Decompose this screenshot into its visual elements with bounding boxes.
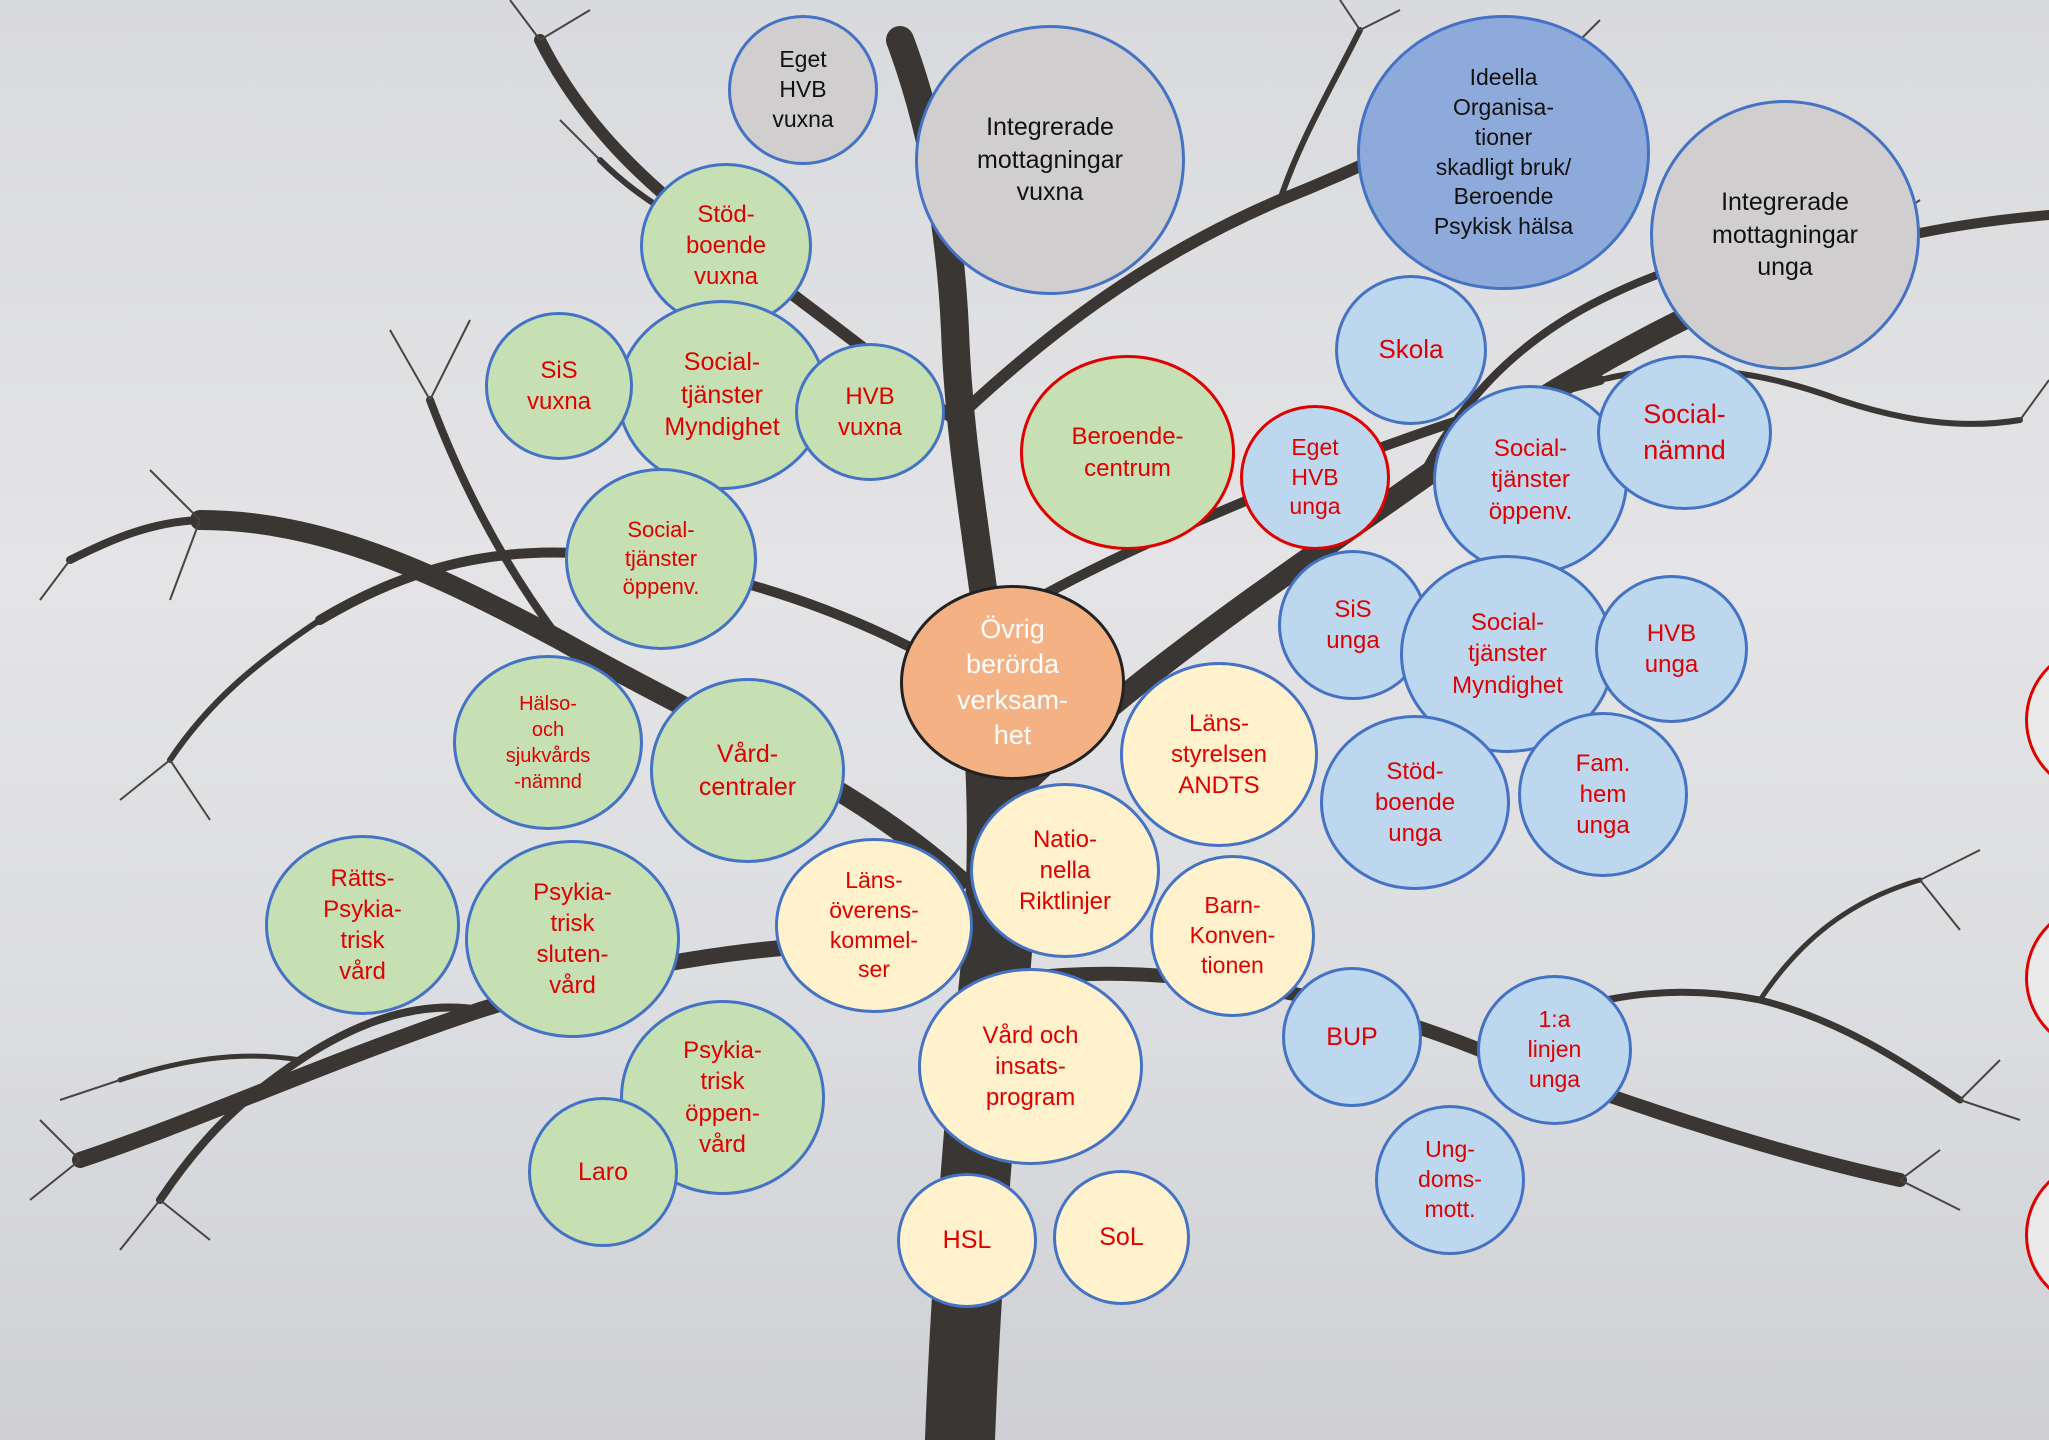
node-forsta-linjen-unga: 1:a linjen unga: [1477, 975, 1632, 1125]
node-lansstyrelsen-andts: Läns- styrelsen ANDTS: [1120, 662, 1318, 847]
node-lansoverenskommelser: Läns- överens- kommel- ser: [775, 838, 973, 1013]
node-psykiatrisk-slutenvard: Psykia- trisk sluten- vård: [465, 840, 680, 1038]
node-social-oppenv-vuxna: Social- tjänster öppenv.: [565, 468, 757, 650]
node-skola: Skola: [1335, 275, 1487, 425]
node-barnkonventionen: Barn- Konven- tionen: [1150, 855, 1315, 1017]
node-sol: SoL: [1053, 1170, 1190, 1305]
node-socialnamnd: Social- nämnd: [1597, 355, 1772, 510]
node-vardcentraler: Vård- centraler: [650, 678, 845, 863]
node-eget-hvb-vuxna: Eget HVB vuxna: [728, 15, 878, 165]
node-hvb-vuxna: HVB vuxna: [795, 343, 945, 481]
node-social-myndighet-vuxna: Social- tjänster Myndighet: [617, 300, 827, 490]
node-ideella-organisationer: Ideella Organisa- tioner skadligt bruk/ …: [1357, 15, 1650, 290]
node-integrerade-vuxna: Integrerade mottagningar vuxna: [915, 25, 1185, 295]
node-ungdomsmottagning: Ung- doms- mott.: [1375, 1105, 1525, 1255]
node-nationella-riktlinjer: Natio- nella Riktlinjer: [970, 783, 1160, 958]
node-halso-sjukvardsnamnd: Hälso- och sjukvårds -nämnd: [453, 655, 643, 830]
node-vard-insatsprogram: Vård och insats- program: [918, 968, 1143, 1165]
node-eget-hvb-unga: Eget HVB unga: [1240, 405, 1390, 550]
node-hsl: HSL: [897, 1173, 1037, 1308]
node-beroendecentrum: Beroende- centrum: [1020, 355, 1235, 550]
node-hvb-unga: HVB unga: [1595, 575, 1748, 723]
node-bup: BUP: [1282, 967, 1422, 1107]
node-stodboende-unga: Stöd- boende unga: [1320, 715, 1510, 890]
node-sis-vuxna: SiS vuxna: [485, 312, 633, 460]
node-ovrig-berorda-verksamhet: Övrig berörda verksam- het: [900, 585, 1125, 780]
node-famhem-unga: Fam. hem unga: [1518, 712, 1688, 877]
node-ratts-psykiatrisk-vard: Rätts- Psykia- trisk vård: [265, 835, 460, 1015]
node-laro: Laro: [528, 1097, 678, 1247]
node-integrerade-unga: Integrerade mottagningar unga: [1650, 100, 1920, 370]
